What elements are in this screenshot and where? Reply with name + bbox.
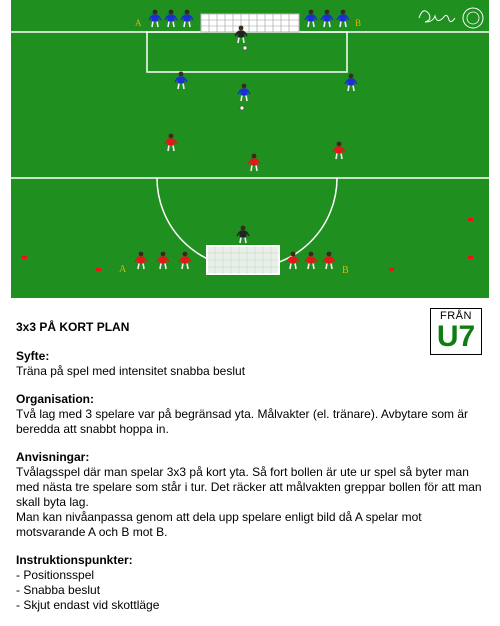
section-text: Träna på spel med intensitet snabba besl… bbox=[16, 364, 246, 378]
section-text: Man kan nivåanpassa genom att dela upp s… bbox=[16, 510, 422, 539]
field-player-red bbox=[247, 153, 261, 172]
sub-player-blue bbox=[304, 9, 318, 28]
signature-logo bbox=[418, 7, 484, 29]
cones bbox=[22, 218, 473, 271]
balls bbox=[239, 45, 248, 111]
coaching-points-list: - Positionsspel - Snabba beslut - Skjut … bbox=[16, 568, 486, 613]
section-heading: Organisation: bbox=[16, 392, 95, 406]
field-player-red bbox=[332, 141, 346, 160]
section-heading: Syfte: bbox=[16, 349, 50, 363]
players bbox=[134, 9, 358, 270]
sub-player-red bbox=[286, 251, 300, 270]
label-a-top: A bbox=[135, 18, 142, 28]
cone bbox=[468, 256, 473, 259]
sub-player-red bbox=[304, 251, 318, 270]
cone bbox=[96, 268, 101, 271]
sub-player-red bbox=[178, 251, 192, 270]
sub-player-red bbox=[134, 251, 148, 270]
list-item: - Positionsspel bbox=[16, 568, 95, 582]
label-b-bottom: B bbox=[342, 265, 349, 276]
cone bbox=[22, 256, 27, 259]
cone bbox=[468, 218, 473, 221]
top-goal bbox=[200, 13, 300, 33]
age-badge: FRÅN U7 bbox=[430, 308, 482, 355]
exercise-title: 3x3 PÅ KORT PLAN bbox=[16, 320, 130, 334]
pitch-diagram: A B A B bbox=[11, 0, 489, 298]
sub-player-blue bbox=[320, 9, 334, 28]
goalkeeper bbox=[236, 225, 250, 244]
section-heading: Instruktionspunkter: bbox=[16, 553, 133, 567]
field-player-red bbox=[164, 133, 178, 152]
list-item: - Skjut endast vid skottläge bbox=[16, 598, 160, 612]
field-player-blue bbox=[237, 83, 251, 102]
section-text: Tvålagsspel där man spelar 3x3 på kort y… bbox=[16, 465, 482, 509]
ball bbox=[242, 45, 248, 51]
field-player-blue bbox=[174, 71, 188, 90]
sub-player-blue bbox=[336, 9, 350, 28]
bottom-goal bbox=[206, 245, 280, 275]
list-item: - Snabba beslut bbox=[16, 583, 101, 597]
age-badge-from: FRÅN bbox=[440, 310, 472, 322]
section-organisation: Organisation: Två lag med 3 spelare var … bbox=[16, 392, 486, 437]
sub-player-blue bbox=[180, 9, 194, 28]
goalkeeper bbox=[234, 25, 248, 44]
cone bbox=[389, 268, 394, 271]
age-badge-level: U7 bbox=[436, 320, 476, 353]
sub-player-blue bbox=[148, 9, 162, 28]
sub-player-red bbox=[322, 251, 336, 270]
label-a-bottom: A bbox=[119, 264, 127, 275]
field-player-blue bbox=[344, 73, 358, 92]
section-heading: Anvisningar: bbox=[16, 450, 90, 464]
section-text: Två lag med 3 spelare var på begränsad y… bbox=[16, 407, 468, 436]
sub-player-blue bbox=[164, 9, 178, 28]
section-coaching-points: Instruktionspunkter: - Positionsspel - S… bbox=[16, 553, 486, 613]
exercise-description: 3x3 PÅ KORT PLAN Syfte: Träna på spel me… bbox=[16, 320, 486, 626]
label-b-top: B bbox=[355, 18, 361, 28]
section-instructions: Anvisningar: Tvålagsspel där man spelar … bbox=[16, 450, 486, 540]
section-purpose: Syfte: Träna på spel med intensitet snab… bbox=[16, 349, 486, 379]
sub-player-red bbox=[156, 251, 170, 270]
ball bbox=[239, 105, 245, 111]
